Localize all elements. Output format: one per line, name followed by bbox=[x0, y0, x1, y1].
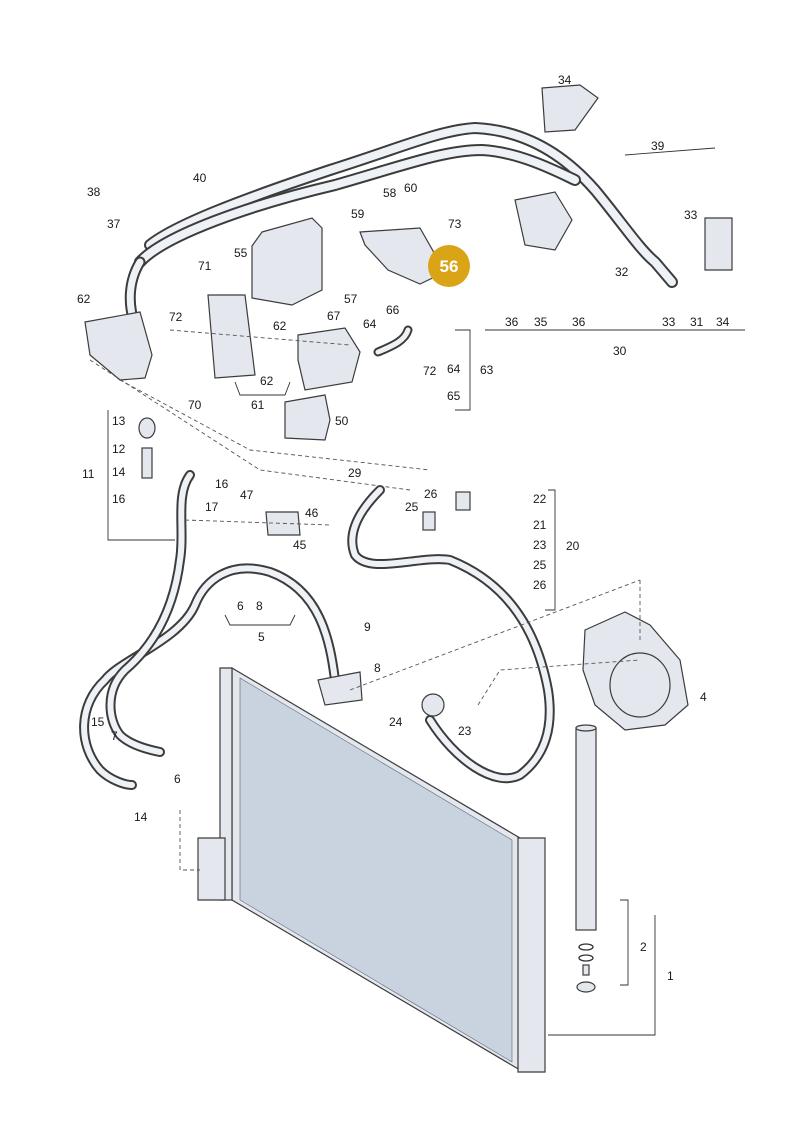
label-26: 26 bbox=[533, 578, 547, 592]
label-12: 12 bbox=[112, 442, 126, 456]
label-26: 26 bbox=[424, 487, 438, 501]
label-32: 32 bbox=[615, 265, 629, 279]
compressor bbox=[582, 611, 689, 731]
label-47: 47 bbox=[240, 488, 254, 502]
label-64: 64 bbox=[447, 362, 461, 376]
label-62: 62 bbox=[273, 319, 287, 333]
label-73: 73 bbox=[448, 217, 462, 231]
label-36: 36 bbox=[572, 315, 586, 329]
dryer-cartridge bbox=[575, 724, 597, 993]
label-67: 67 bbox=[327, 309, 341, 323]
label-59: 59 bbox=[351, 207, 365, 221]
label-33: 33 bbox=[662, 315, 676, 329]
label-30: 30 bbox=[613, 344, 627, 358]
label-23: 23 bbox=[533, 538, 547, 552]
label-61: 61 bbox=[251, 398, 265, 412]
label-64: 64 bbox=[363, 317, 377, 331]
label-22: 22 bbox=[533, 492, 547, 506]
label-9: 9 bbox=[364, 620, 371, 634]
label-25: 25 bbox=[405, 500, 419, 514]
label-8: 8 bbox=[256, 599, 263, 613]
label-7: 7 bbox=[111, 729, 118, 743]
label-11: 11 bbox=[82, 467, 95, 481]
fittings bbox=[84, 84, 733, 717]
label-57: 57 bbox=[344, 292, 358, 306]
label-34: 34 bbox=[558, 73, 572, 87]
label-6: 6 bbox=[174, 772, 181, 786]
label-45: 45 bbox=[293, 538, 307, 552]
label-72: 72 bbox=[423, 364, 437, 378]
label-58: 58 bbox=[383, 186, 397, 200]
label-40: 40 bbox=[193, 171, 207, 185]
label-4: 4 bbox=[700, 690, 707, 704]
label-55: 55 bbox=[234, 246, 248, 260]
label-37: 37 bbox=[107, 217, 121, 231]
gasket-56 bbox=[359, 227, 446, 285]
label-2: 2 bbox=[640, 940, 647, 954]
label-5: 5 bbox=[258, 630, 265, 644]
callout-labels: 1 2 4 5 6 6 7 8 8 9 11 12 13 14 14 15 16… bbox=[77, 73, 730, 983]
label-66: 66 bbox=[386, 303, 400, 317]
label-21: 21 bbox=[533, 518, 547, 532]
label-46: 46 bbox=[305, 506, 319, 520]
label-70: 70 bbox=[188, 398, 202, 412]
label-15: 15 bbox=[91, 715, 105, 729]
label-60: 60 bbox=[404, 181, 418, 195]
label-63: 63 bbox=[480, 363, 494, 377]
label-65: 65 bbox=[447, 389, 461, 403]
label-1: 1 bbox=[667, 969, 674, 983]
label-14: 14 bbox=[134, 810, 148, 824]
label-38: 38 bbox=[87, 185, 101, 199]
label-17: 17 bbox=[205, 500, 219, 514]
label-20: 20 bbox=[566, 539, 580, 553]
label-35: 35 bbox=[534, 315, 548, 329]
label-25: 25 bbox=[533, 558, 547, 572]
label-16: 16 bbox=[215, 477, 229, 491]
label-50: 50 bbox=[335, 414, 349, 428]
label-16: 16 bbox=[112, 492, 126, 506]
label-24: 24 bbox=[389, 715, 403, 729]
label-62: 62 bbox=[260, 374, 274, 388]
label-8: 8 bbox=[374, 661, 381, 675]
label-6: 6 bbox=[237, 599, 244, 613]
label-31: 31 bbox=[690, 315, 704, 329]
label-34: 34 bbox=[716, 315, 730, 329]
label-14: 14 bbox=[112, 465, 126, 479]
label-72: 72 bbox=[169, 310, 183, 324]
group-brackets bbox=[89, 329, 745, 1036]
label-62: 62 bbox=[77, 292, 91, 306]
highlight-callout-56: 56 bbox=[428, 245, 470, 287]
label-71: 71 bbox=[198, 259, 212, 273]
condenser bbox=[197, 666, 546, 1073]
refrigerant-lines bbox=[79, 122, 678, 790]
label-36: 36 bbox=[505, 315, 519, 329]
label-23: 23 bbox=[458, 724, 472, 738]
label-29: 29 bbox=[348, 466, 362, 480]
label-33: 33 bbox=[684, 208, 698, 222]
label-13: 13 bbox=[112, 414, 126, 428]
label-39: 39 bbox=[651, 139, 665, 153]
highlight-label-56: 56 bbox=[440, 257, 459, 276]
